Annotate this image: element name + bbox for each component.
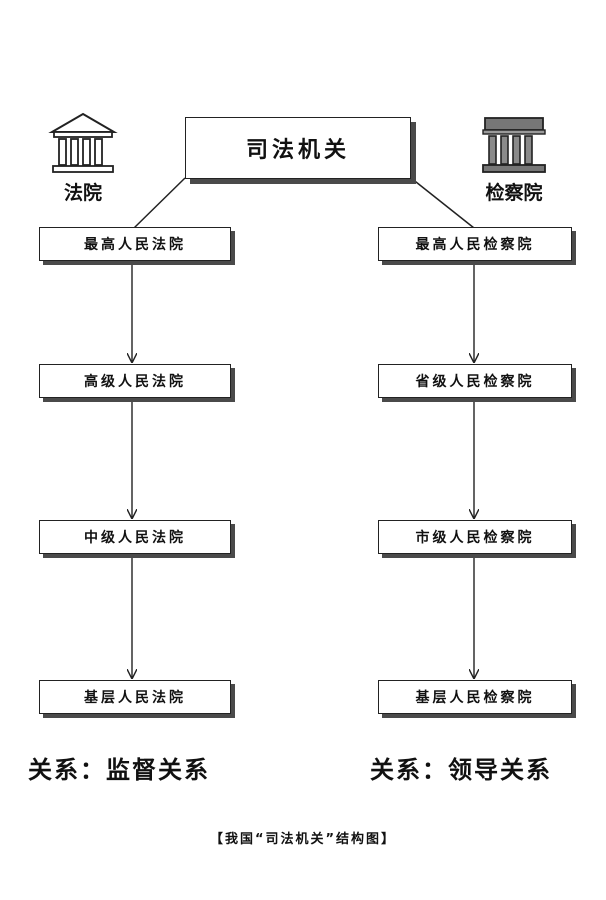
court-heading-group: 法院 xyxy=(48,112,118,205)
root-to-procuratorate-line xyxy=(410,177,475,229)
court-level-supreme: 最高人民法院 xyxy=(39,227,231,261)
procuratorate-heading: 检察院 xyxy=(485,182,543,204)
procuratorate-level-supreme: 最高人民检察院 xyxy=(378,227,572,261)
court-level-high: 高级人民法院 xyxy=(39,364,231,398)
root-to-court-line xyxy=(133,177,186,229)
procuratorate-heading-group: 检察院 xyxy=(479,112,549,205)
procuratorate-relation-label: 关系：领导关系 xyxy=(370,756,552,784)
procuratorate-level-municipal: 市级人民检察院 xyxy=(378,520,572,554)
court-level-intermediate: 中级人民法院 xyxy=(39,520,231,554)
diagram-caption: 【我国“司法机关”结构图】 xyxy=(209,832,397,847)
court-level-basic: 基层人民法院 xyxy=(39,680,231,714)
court-heading: 法院 xyxy=(63,182,102,204)
procuratorate-building-icon xyxy=(482,117,546,173)
root-node-judicial-organs: 司法机关 xyxy=(185,117,411,179)
courthouse-icon xyxy=(48,112,118,173)
procuratorate-level-basic: 基层人民检察院 xyxy=(378,680,572,714)
procuratorate-level-provincial: 省级人民检察院 xyxy=(378,364,572,398)
court-relation-label: 关系：监督关系 xyxy=(28,756,210,784)
